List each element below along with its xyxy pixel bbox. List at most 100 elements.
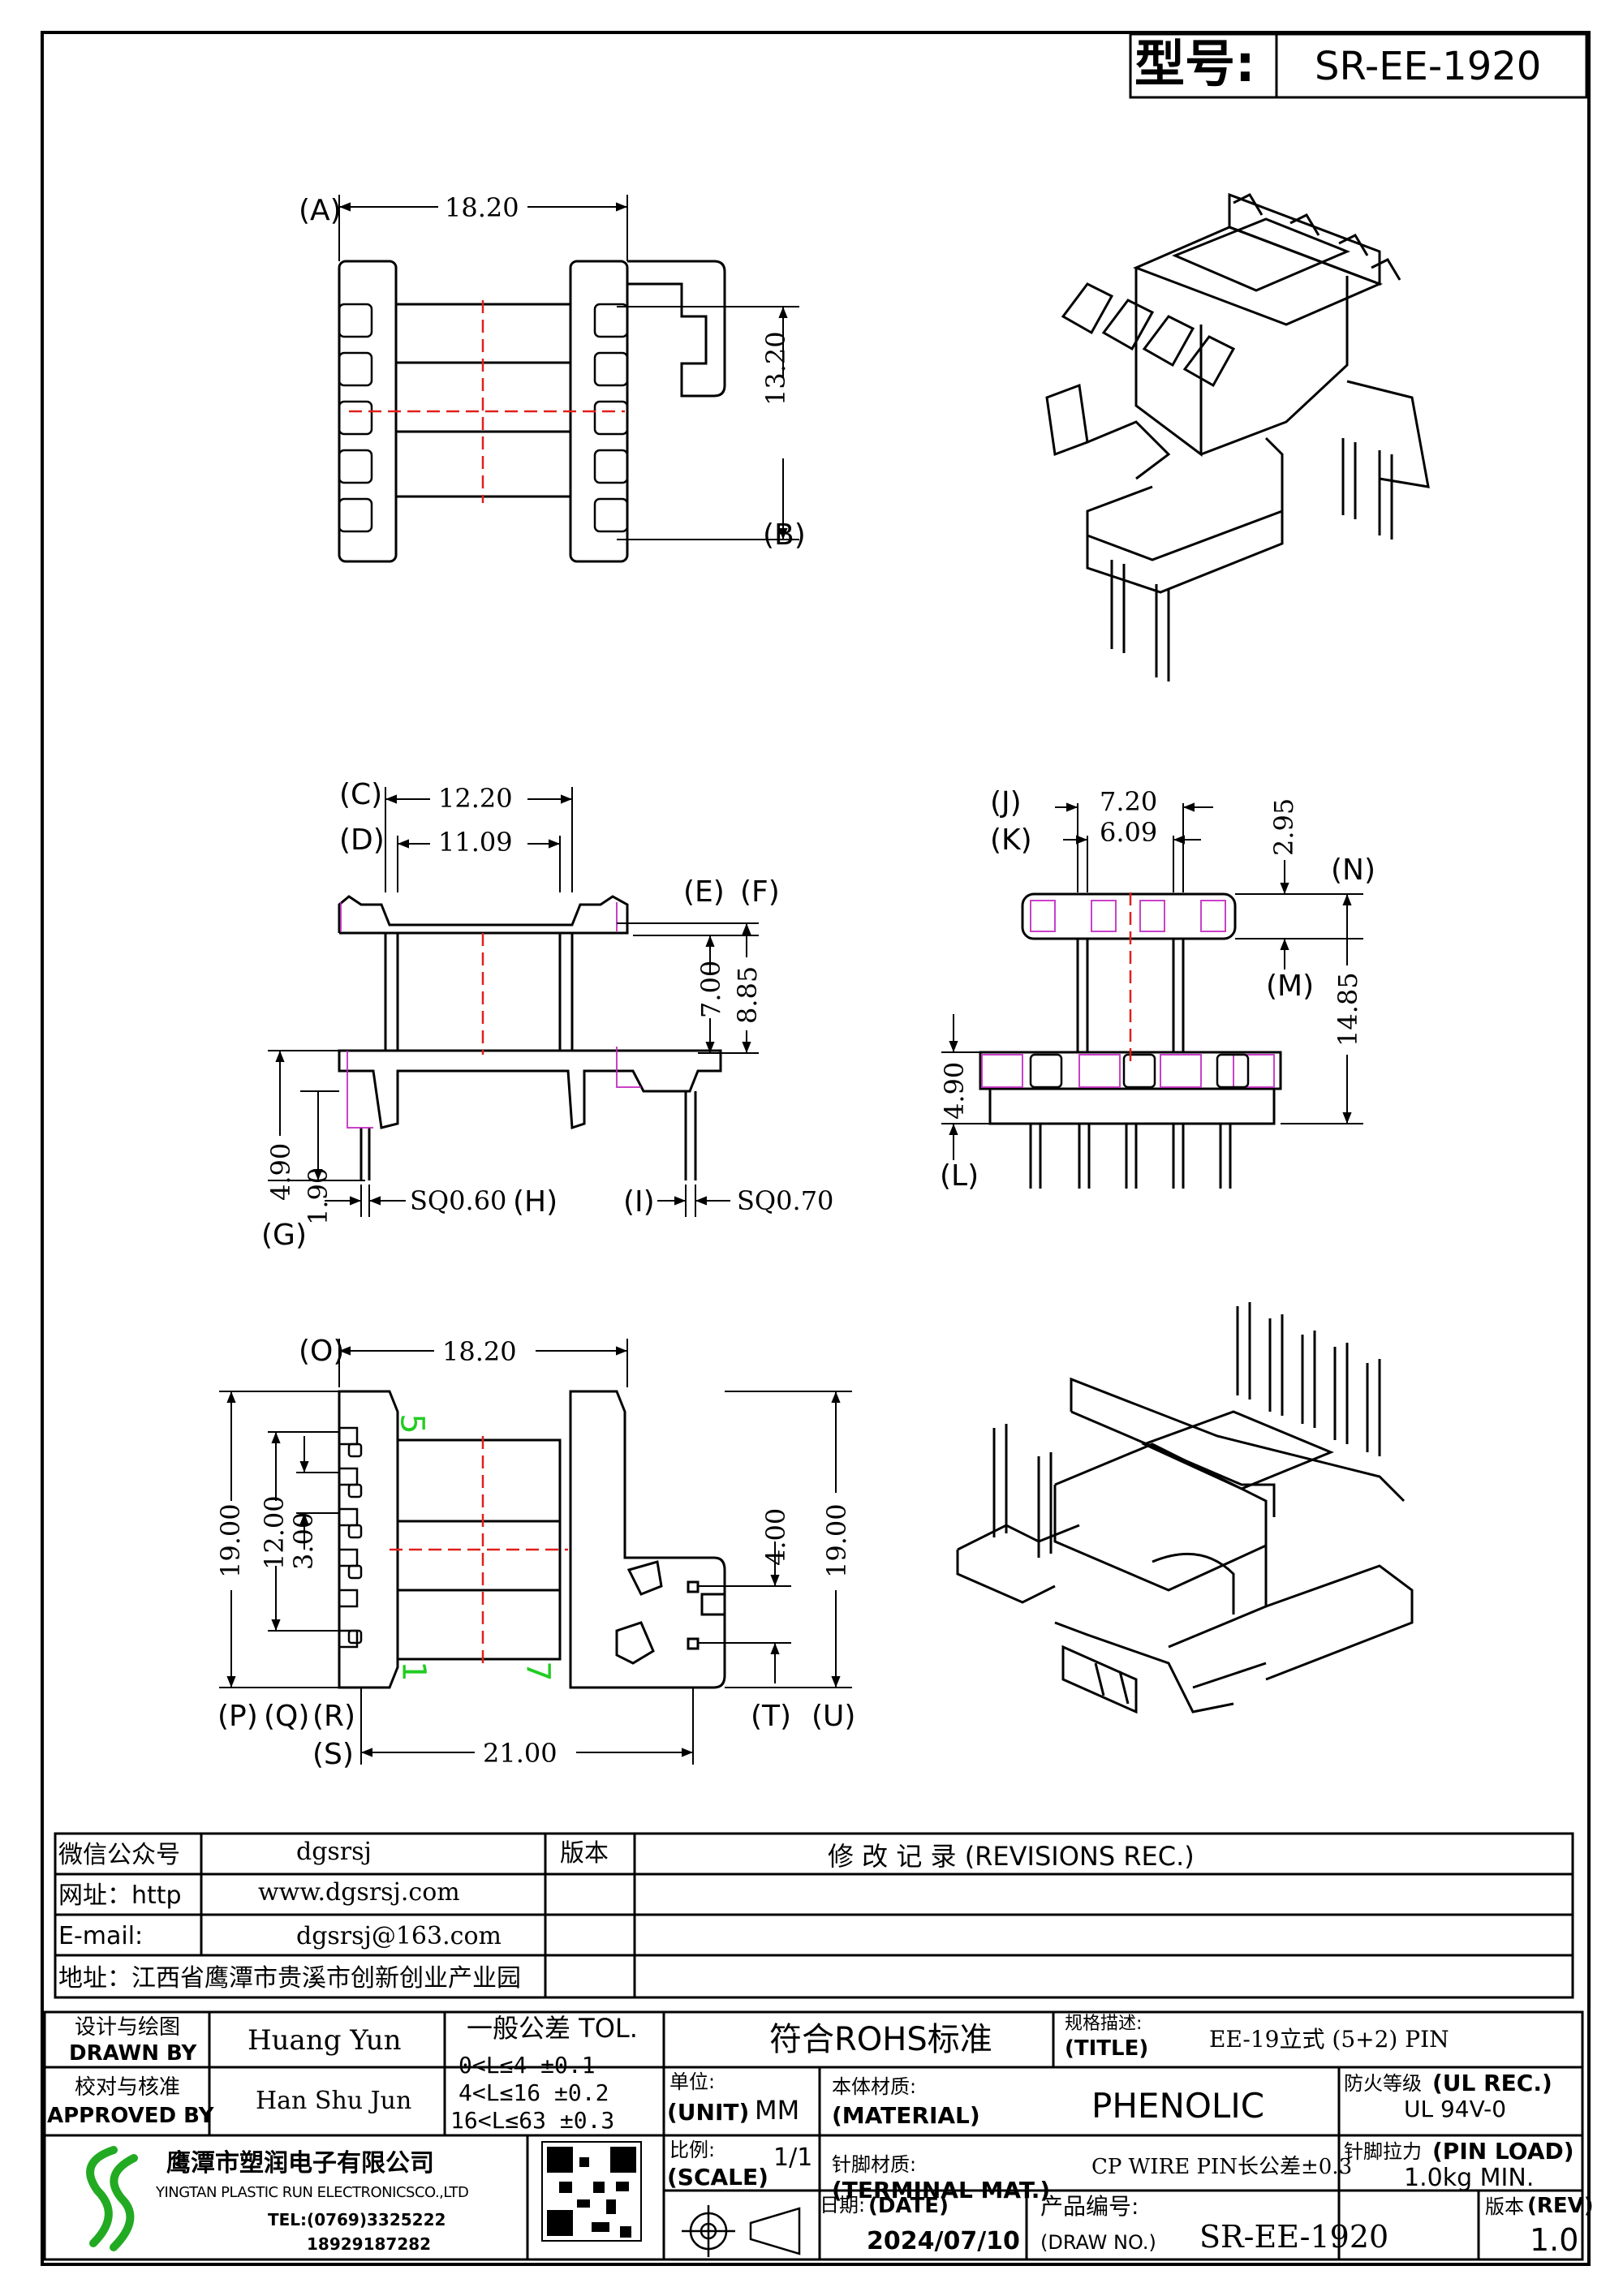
pin-number-1: 1 [394,1661,433,1682]
dim-side-h2: 8.85 [732,965,763,1024]
company-logo [86,2146,138,2251]
tolerance-row-2: 4<L≤16 ±0.2 [458,2079,609,2106]
callout-g: (G) [261,1219,307,1252]
title-block-lines [43,2010,1584,2261]
tolerance-title: 一般公差 TOL. [467,2013,638,2044]
material-value: PHENOLIC [1091,2086,1265,2126]
isometric-view-bottom [956,1302,1414,1714]
callout-i: (I) [623,1185,655,1219]
pin-number-5: 5 [393,1413,431,1434]
wechat-label: 微信公众号 [58,1841,180,1869]
dim-pin-h: SQ0.60 [410,1185,507,1216]
top-view [338,195,799,563]
dim-pin-i: SQ0.70 [737,1185,834,1216]
tolerance-row-3: 16<L≤63 ±0.3 [450,2107,615,2134]
tolerance-row-1: 0<L≤4 ±0.1 [458,2052,596,2079]
callout-p: (P) [217,1700,258,1733]
projection-symbol [682,2205,801,2257]
drawn-by-cn: 设计与绘图 [75,2015,181,2040]
dim-end-w2: 6.09 [1100,817,1158,848]
callout-f: (F) [740,875,780,909]
terminal-en: (TERMINAL MAT.) [832,2177,1051,2204]
dim-end-w1: 7.20 [1100,786,1158,817]
dim-end-b: 4.90 [939,1061,970,1120]
callout-l: (L) [940,1159,979,1193]
wechat-value: dgsrsj [296,1838,372,1866]
callout-t: (T) [751,1700,792,1733]
approved-by-cn: 校对与核准 [75,2075,181,2100]
date-en: (DATE) [868,2194,949,2218]
pin-number-7: 7 [519,1661,557,1682]
callout-q: (Q) [264,1700,310,1733]
scale-en: (SCALE) [667,2164,768,2191]
dim-bot-right2: 19.00 [821,1503,852,1578]
fire-cn: 防火等级 [1344,2072,1422,2095]
drawn-by-en: DRAWN BY [69,2041,197,2066]
material-cn: 本体材质: [832,2075,917,2098]
callout-d: (D) [339,823,385,857]
date-value: 2024/07/10 [867,2227,1020,2255]
dim-end-top: 2.95 [1268,798,1299,856]
pin-load-en: (PIN LOAD) [1432,2138,1574,2165]
material-en: (MATERIAL) [832,2102,980,2129]
callout-r: (R) [312,1700,356,1733]
callout-m: (M) [1266,970,1315,1003]
bottom-view [219,1339,852,1765]
callout-o: (O) [299,1335,345,1368]
model-box [1129,32,1588,99]
company-mobile: 18929187282 [307,2234,432,2254]
spec-cn: 规格描述: [1065,2014,1143,2034]
rev-cn: 版本 [1485,2195,1524,2218]
dim-side-inner: 11.09 [438,827,513,858]
drawn-by-name: Huang Yun [248,2024,402,2057]
draw-no-en: (DRAW NO.) [1040,2231,1156,2254]
draw-no-value: SR-EE-1920 [1199,2219,1389,2255]
pin-load-cn: 针脚拉力 [1344,2140,1422,2163]
dim-top-width: 18.20 [445,192,519,223]
callout-a: (A) [299,194,342,227]
dim-bot-h-left: 19.00 [215,1503,246,1578]
callout-h: (H) [513,1185,558,1219]
dim-bot-width: 18.20 [442,1336,517,1367]
callout-c: (C) [339,778,383,811]
terminal-value: CP WIRE PIN长公差±0.3 [1091,2155,1353,2179]
callout-e: (E) [683,875,725,909]
unit-value: MM [755,2095,800,2126]
email-label: E-mail: [58,1922,144,1950]
dim-side-outer: 12.20 [438,783,513,814]
dim-bot-p2: 3.00 [288,1511,319,1570]
end-view [941,802,1363,1189]
email-value: dgsrsj@163.com [296,1922,502,1950]
unit-en: (UNIT) [667,2099,750,2126]
scale-cn: 比例: [669,2139,716,2161]
callout-n: (N) [1331,853,1376,887]
unit-cn: 单位: [669,2070,716,2093]
callout-b: (B) [763,518,806,552]
dim-bot-total: 21.00 [483,1738,558,1769]
rev-en: (REV) [1527,2194,1594,2218]
callout-j: (J) [990,786,1022,819]
fire-value: UL 94V-0 [1404,2096,1507,2122]
dim-end-h: 14.85 [1332,972,1363,1047]
dim-side-b2: 1.90 [303,1167,334,1225]
pin-load-value: 1.0kg MIN. [1404,2164,1535,2192]
company-name-en: YINGTAN PLASTIC RUN ELECTRONICSCO.,LTD [156,2184,469,2201]
dim-bot-right1: 4.00 [760,1507,791,1566]
callout-s: (S) [312,1738,354,1771]
qr-code [541,2141,642,2242]
scale-value: 1/1 [773,2143,813,2172]
company-tel: TEL:(0769)3325222 [268,2210,446,2229]
web-label: 网址：http [58,1881,182,1910]
dim-top-height: 13.20 [760,331,791,406]
rohs-text: 符合ROHS标准 [769,2021,992,2058]
model-label: 型号: [1134,34,1255,93]
terminal-cn: 针脚材质: [832,2153,917,2176]
web-value: www.dgsrsj.com [258,1878,460,1907]
version-label: 版本 [560,1839,609,1868]
approved-by-en: APPROVED BY [47,2104,214,2128]
revisions-header: 修 改 记 录 (REVISIONS REC.) [828,1841,1195,1872]
address-text: 地址：江西省鹰潭市贵溪市创新创业产业园 [58,1964,521,1993]
approved-by-name: Han Shu Jun [256,2087,412,2115]
date-cn: 日期: [820,2194,866,2216]
